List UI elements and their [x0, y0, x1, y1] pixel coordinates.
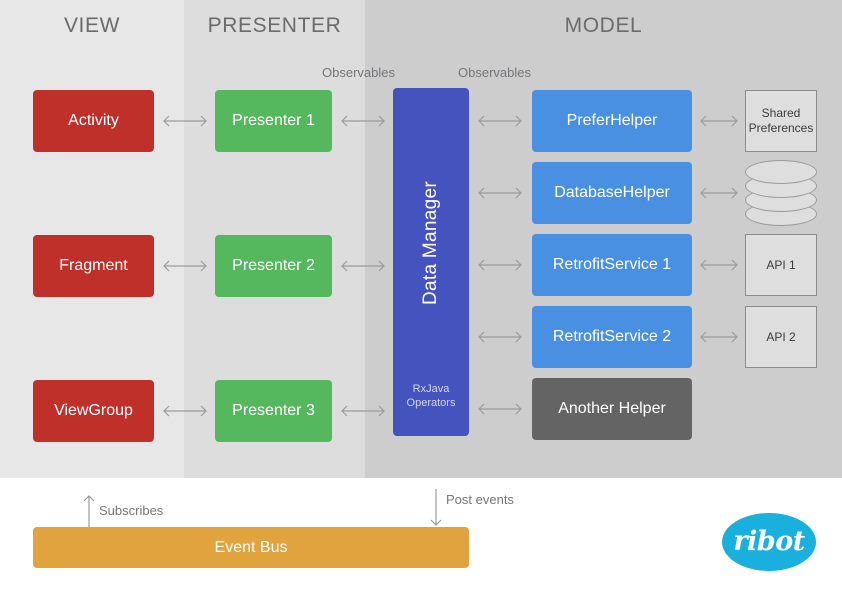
- ribot-logo-text: ribot: [733, 525, 805, 557]
- node-event-bus[interactable]: Event Bus: [33, 527, 469, 568]
- arrow-presenter3-datamanager: [336, 404, 390, 418]
- node-retrofit-service-1[interactable]: RetrofitService 1: [532, 234, 692, 296]
- ribot-logo: ribot: [722, 513, 816, 571]
- node-activity[interactable]: Activity: [33, 90, 154, 152]
- data-manager-sublabel-line-1: RxJava: [412, 383, 450, 395]
- arrow-post-events-down: [427, 487, 445, 536]
- label-observables-model: Observables: [458, 65, 531, 80]
- arrow-presenter1-datamanager: [336, 114, 390, 128]
- node-presenter-3[interactable]: Presenter 3: [215, 380, 332, 442]
- node-fragment[interactable]: Fragment: [33, 235, 154, 297]
- node-presenter-2[interactable]: Presenter 2: [215, 235, 332, 297]
- arrow-datamanager-preferhelper: [473, 114, 527, 128]
- node-presenter-1[interactable]: Presenter 1: [215, 90, 332, 152]
- data-manager-label: Data Manager: [420, 181, 441, 306]
- column-title-presenter: PRESENTER: [207, 14, 342, 37]
- arrow-subscribes-up: [80, 492, 98, 537]
- node-data-manager[interactable]: Data Manager RxJava Operators: [393, 88, 469, 436]
- shared-preferences-line-2: Preferences: [748, 121, 814, 135]
- label-observables-presenter: Observables: [322, 65, 395, 80]
- arrow-presenter2-datamanager: [336, 259, 390, 273]
- arrow-viewgroup-presenter3: [158, 404, 212, 418]
- arrow-datamanager-anotherhelper: [473, 402, 527, 416]
- arrow-fragment-presenter2: [158, 259, 212, 273]
- node-prefer-helper[interactable]: PreferHelper: [532, 90, 692, 152]
- arrow-datamanager-retrofitservice1: [473, 258, 527, 272]
- arrow-retrofitservice1-api1: [696, 258, 742, 272]
- arrow-databasehelper-database: [696, 186, 742, 200]
- node-viewgroup[interactable]: ViewGroup: [33, 380, 154, 442]
- arrow-datamanager-databasehelper: [473, 186, 527, 200]
- data-manager-sublabel-line-2: Operators: [406, 397, 456, 409]
- database-cylinder-icon[interactable]: [745, 160, 817, 226]
- column-title-view: VIEW: [63, 14, 121, 37]
- node-api-2[interactable]: API 2: [745, 306, 817, 368]
- column-title-model: MODEL: [564, 14, 643, 37]
- node-shared-preferences[interactable]: Shared Preferences: [745, 90, 817, 152]
- label-post-events: Post events: [446, 492, 514, 507]
- node-another-helper[interactable]: Another Helper: [532, 378, 692, 440]
- shared-preferences-line-1: Shared: [761, 106, 801, 120]
- arrow-datamanager-retrofitservice2: [473, 330, 527, 344]
- node-database-helper[interactable]: DatabaseHelper: [532, 162, 692, 224]
- arrow-retrofitservice2-api2: [696, 330, 742, 344]
- database-disc: [745, 160, 817, 184]
- data-manager-sublabel: RxJava Operators: [393, 382, 469, 410]
- node-api-1[interactable]: API 1: [745, 234, 817, 296]
- label-subscribes: Subscribes: [99, 503, 164, 518]
- arrow-activity-presenter1: [158, 114, 212, 128]
- node-retrofit-service-2[interactable]: RetrofitService 2: [532, 306, 692, 368]
- arrow-preferhelper-sharedpreferences: [696, 114, 742, 128]
